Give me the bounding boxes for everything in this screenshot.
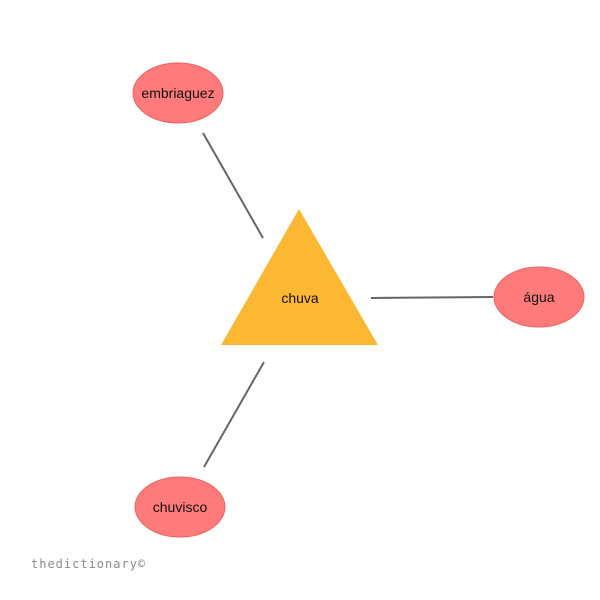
- edge-center-embriaguez: [202, 132, 264, 239]
- center-triangle: [221, 209, 378, 345]
- related-ellipse: [493, 266, 585, 328]
- related-node-chuvisco[interactable]: chuvisco: [134, 476, 226, 538]
- edge-center-chuvisco: [203, 361, 265, 468]
- watermark: thedictionary©: [31, 557, 147, 571]
- related-ellipse: [134, 476, 226, 538]
- related-node-agua[interactable]: água: [493, 266, 585, 328]
- center-label: chuva: [281, 290, 319, 306]
- edge-center-agua: [370, 296, 494, 299]
- related-ellipse: [132, 62, 224, 124]
- related-label: chuvisco: [153, 499, 208, 515]
- related-label: água: [523, 289, 554, 305]
- related-node-embriaguez[interactable]: embriaguez: [132, 62, 224, 124]
- related-label: embriaguez: [141, 85, 214, 101]
- center-node[interactable]: chuva: [221, 209, 378, 345]
